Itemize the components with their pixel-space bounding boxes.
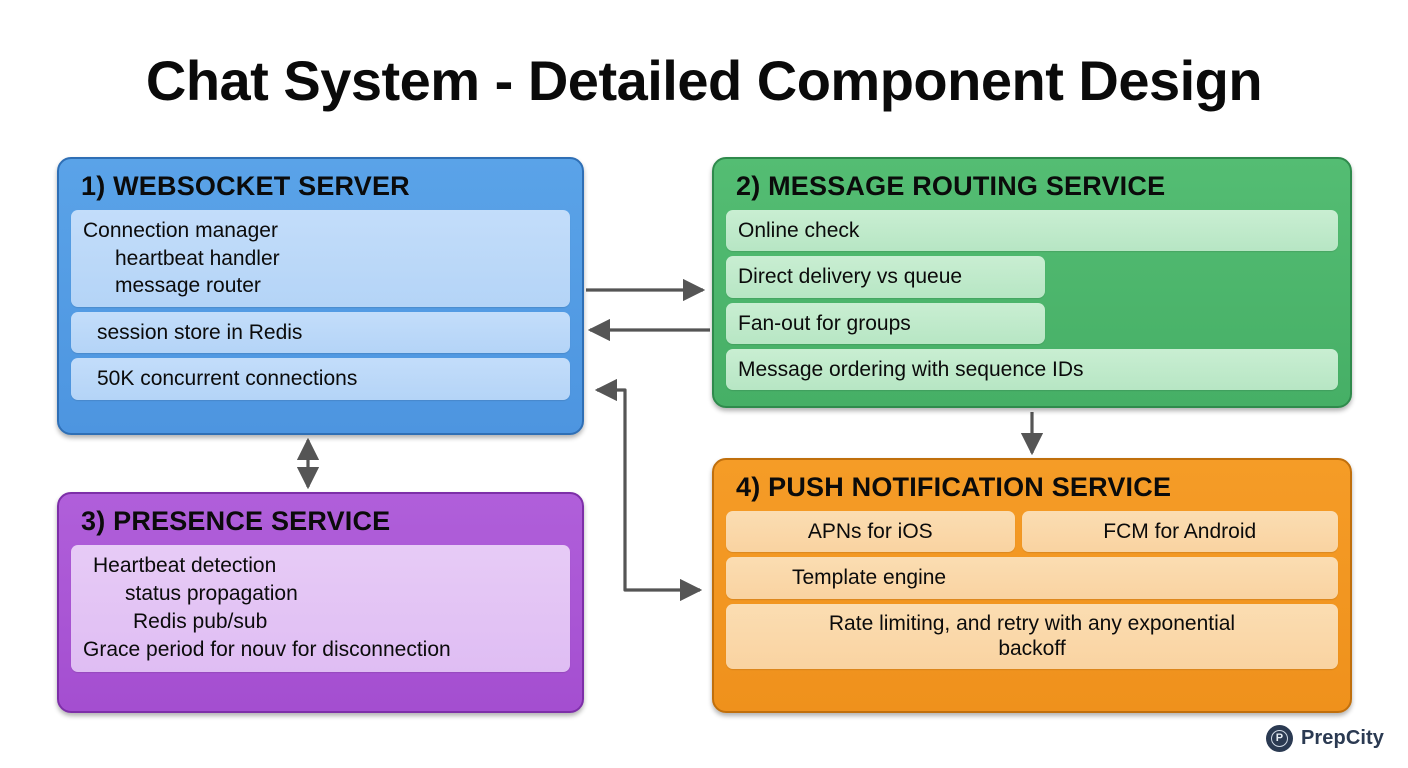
row: Template engine xyxy=(726,557,1338,599)
prepcity-mark-icon: P xyxy=(1265,725,1293,752)
row: session store in Redis xyxy=(71,312,570,354)
chip-template-engine[interactable]: Template engine xyxy=(726,557,1338,599)
chip-direct-delivery-vs-queue[interactable]: Direct delivery vs queue xyxy=(726,256,1046,298)
box-routing-rows: Online check Direct delivery vs queue Fa… xyxy=(726,210,1338,391)
chip-online-check[interactable]: Online check xyxy=(726,210,1338,252)
row: Online check xyxy=(726,210,1338,252)
prepcity-wordmark: PrepCity xyxy=(1300,727,1384,749)
row: APNs for iOS FCM for Android xyxy=(726,511,1338,553)
prepcity-mark-letter: P xyxy=(1270,730,1288,747)
box-push-title: 4) PUSH NOTIFICATION SERVICE xyxy=(736,472,1172,502)
row: Direct delivery vs queue xyxy=(726,256,1338,298)
chip-rate-limiting[interactable]: Rate limiting, and retry with any expone… xyxy=(726,603,1338,669)
row: 50K concurrent connections xyxy=(71,358,570,400)
box-push-notification-service[interactable]: 4) PUSH NOTIFICATION SERVICE APNs for iO… xyxy=(712,458,1352,713)
box-routing-title: 2) MESSAGE ROUTING SERVICE xyxy=(736,171,1166,201)
box-push-rows: APNs for iOS FCM for Android Template en… xyxy=(726,511,1338,669)
chip-message-ordering[interactable]: Message ordering with sequence IDs xyxy=(726,348,1338,391)
row: Fan-out for groups xyxy=(726,302,1338,344)
chip-session-store[interactable]: session store in Redis xyxy=(71,312,570,354)
box-presence-title: 3) PRESENCE SERVICE xyxy=(81,506,391,536)
chip-fan-out-for-groups[interactable]: Fan-out for groups xyxy=(726,302,1046,344)
box-message-routing-service[interactable]: 2) MESSAGE ROUTING SERVICE Online check … xyxy=(712,157,1352,408)
chip-apns-for-ios[interactable]: APNs for iOS xyxy=(726,511,1015,553)
chip-concurrent-connections[interactable]: 50K concurrent connections xyxy=(71,358,570,400)
prepcity-logo: P PrepCity xyxy=(1265,725,1384,752)
arrow-push-websocket-elbow xyxy=(594,378,703,602)
chip-fcm-for-android[interactable]: FCM for Android xyxy=(1021,511,1338,553)
box-websocket-title: 1) WEBSOCKET SERVER xyxy=(81,171,410,201)
row: Message ordering with sequence IDs xyxy=(726,348,1338,391)
page-title: Chat System - Detailed Component Design xyxy=(145,49,1263,112)
row: Rate limiting, and retry with any expone… xyxy=(726,603,1338,669)
